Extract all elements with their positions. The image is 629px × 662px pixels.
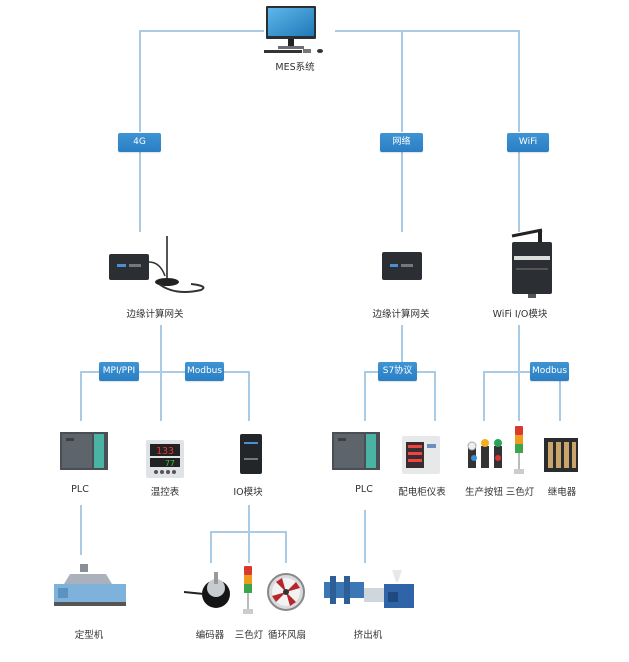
edge-gateway-left-label: 边缘计算网关 xyxy=(126,309,184,320)
connector xyxy=(139,30,141,132)
connector xyxy=(160,371,162,421)
power-meter-label: 配电柜仪表 xyxy=(398,487,446,498)
connector xyxy=(335,30,519,32)
connector xyxy=(483,371,485,421)
svg-text:133: 133 xyxy=(156,446,174,457)
connector xyxy=(518,371,520,421)
protocol-modbus-left-tag: Modbus xyxy=(185,362,224,381)
plc-middle-label: PLC xyxy=(355,484,373,495)
circulation-fan-icon xyxy=(266,572,306,612)
tower-light-icon xyxy=(512,426,526,476)
connector xyxy=(364,371,366,421)
channel-4g-tag: 4G xyxy=(118,133,161,152)
connector xyxy=(285,531,287,563)
tower-light-right-label: 三色灯 xyxy=(505,487,535,498)
connector xyxy=(139,152,141,232)
connector xyxy=(483,371,561,373)
connector xyxy=(401,152,403,232)
io-module-label: IO模块 xyxy=(233,487,263,498)
connector xyxy=(401,325,403,372)
computer-monitor-icon xyxy=(262,6,328,56)
temperature-controller-icon: 133 77 xyxy=(146,440,184,478)
protocol-s7-tag: S7协议 xyxy=(378,362,417,381)
connector xyxy=(518,152,520,232)
connector xyxy=(80,371,250,373)
connector xyxy=(518,325,520,372)
encoder-label: 编码器 xyxy=(195,630,225,641)
plc-icon xyxy=(60,430,110,472)
connector xyxy=(160,325,162,372)
relay-icon xyxy=(542,434,580,474)
temp-controller-label: 温控表 xyxy=(150,487,180,498)
power-meter-icon xyxy=(402,436,440,474)
connector xyxy=(248,371,250,421)
push-buttons-icon xyxy=(466,434,506,474)
connector xyxy=(559,371,561,421)
connector xyxy=(401,30,403,132)
channel-network-tag: 网络 xyxy=(380,133,423,152)
edge-gateway-antenna-icon xyxy=(105,234,215,298)
protocol-modbus-right-tag: Modbus xyxy=(530,362,569,381)
wifi-io-module-icon xyxy=(510,228,554,300)
connector xyxy=(139,30,264,32)
edge-gateway-icon xyxy=(380,250,424,282)
relay-label: 继电器 xyxy=(547,487,577,498)
setting-machine-label: 定型机 xyxy=(74,630,104,641)
encoder-icon xyxy=(183,570,234,610)
tower-light-icon xyxy=(241,566,255,616)
protocol-mpi-ppi-tag: MPI/PPI xyxy=(99,362,139,381)
svg-text:77: 77 xyxy=(165,459,175,468)
production-buttons-label: 生产按钮 xyxy=(464,487,503,498)
extruder-icon xyxy=(322,566,418,616)
channel-wifi-tag: WiFi xyxy=(507,133,549,152)
connector xyxy=(518,30,520,132)
wifi-io-module-label: WiFi I/O模块 xyxy=(492,309,548,320)
extruder-label: 挤出机 xyxy=(353,630,383,641)
connector xyxy=(434,371,436,421)
connector xyxy=(248,531,250,563)
connector xyxy=(364,510,366,563)
plc-icon xyxy=(332,430,382,472)
io-module-icon xyxy=(238,432,264,476)
connector xyxy=(248,505,250,533)
mes-system-label: MES系统 xyxy=(275,62,315,73)
setting-machine-icon xyxy=(50,562,130,612)
connector xyxy=(80,371,82,421)
circulation-fan-label: 循环风扇 xyxy=(267,630,306,641)
edge-gateway-middle-label: 边缘计算网关 xyxy=(372,309,430,320)
tower-light-bottom-label: 三色灯 xyxy=(234,630,264,641)
plc-left-label: PLC xyxy=(71,484,89,495)
connector xyxy=(210,531,212,563)
connector xyxy=(80,505,82,555)
